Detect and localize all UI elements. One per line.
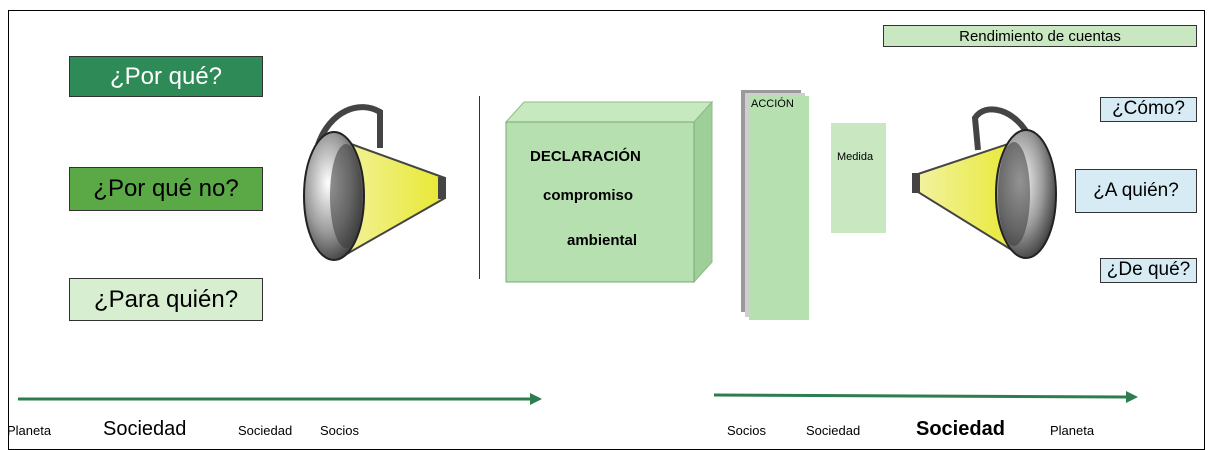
arrow-right-icon [18,393,542,405]
question-de-que: ¿De qué? [1100,258,1197,283]
bottom-right-socios: Socios [727,423,767,438]
bottom-left-sociedad: Sociedad [238,423,293,438]
divider-line [479,96,480,279]
bottom-left-socios: Socios [320,423,360,438]
declaracion-cube [504,100,714,284]
declaracion-ambiental: ambiental [567,232,638,249]
accion-panel [741,90,809,320]
rendimiento-label: Rendimiento de cuentas [883,25,1197,47]
megaphone-right-icon [912,106,1057,259]
bottom-right-sociedad: Sociedad [806,423,861,438]
question-por-que: ¿Por qué? [69,56,263,97]
question-como: ¿Cómo? [1100,97,1197,122]
declaracion-compromiso: compromiso [543,187,634,204]
medida-label: Medida [837,151,874,163]
bottom-right-sociedad-bold: Sociedad [916,418,1005,440]
question-a-quien: ¿A quién? [1075,169,1197,213]
medida-panel [831,123,886,233]
question-para-quien: ¿Para quién? [69,278,263,321]
declaracion-title: DECLARACIÓN [530,148,641,165]
arrow-right-icon [713,391,1138,403]
bottom-right-planeta: Planeta [1050,423,1095,438]
question-por-que-no: ¿Por qué no? [69,167,263,211]
bottom-left-planeta: Planeta [7,423,52,438]
megaphone-left-icon [303,104,446,261]
accion-label: ACCIÓN [751,98,794,110]
bottom-left-sociedad-large: Sociedad [103,418,187,440]
diagram-graphics [18,90,1138,405]
